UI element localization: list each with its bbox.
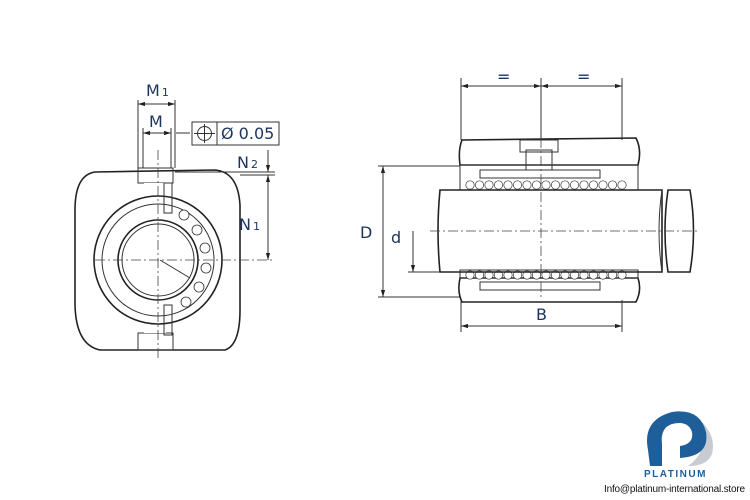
ball (579, 180, 589, 190)
ball (522, 180, 532, 190)
ball (484, 270, 494, 280)
ball (598, 180, 608, 190)
ball (484, 180, 494, 190)
ball (569, 270, 580, 280)
label-d: d (391, 228, 401, 247)
ball (569, 180, 580, 190)
ball (607, 180, 618, 190)
ball (541, 270, 551, 280)
ball (560, 180, 570, 190)
right-view-dimensions (378, 78, 623, 332)
ball (579, 270, 589, 280)
ball (474, 180, 485, 190)
ball (531, 180, 542, 190)
ball (588, 270, 599, 280)
ball (617, 180, 627, 190)
label-eq-left: = (497, 67, 510, 86)
ball (588, 180, 599, 190)
ball (474, 270, 485, 280)
ball (503, 180, 513, 190)
label-D: D (360, 223, 372, 242)
ball (493, 180, 504, 190)
ball (550, 270, 561, 280)
ball (531, 270, 542, 280)
ball-rows (465, 180, 627, 280)
ball (617, 270, 627, 280)
left-view-housing (74, 150, 275, 360)
ball (522, 270, 532, 280)
ball (512, 180, 523, 190)
ball (541, 180, 551, 190)
contact-email: Info@platinum-international.store (604, 484, 745, 495)
ball (465, 270, 475, 280)
label-B: B (536, 305, 547, 324)
ball (607, 270, 618, 280)
label-eq-right: = (577, 67, 590, 86)
logo-brand: PLATINUM (644, 469, 707, 480)
right-view-housing (430, 120, 700, 303)
ball (493, 270, 504, 280)
left-view-dimensions (137, 100, 280, 260)
position-icon (194, 124, 215, 143)
ball (512, 270, 523, 280)
label-m: M (149, 112, 163, 131)
ball (465, 180, 475, 190)
ball (503, 270, 513, 280)
ball (560, 270, 570, 280)
platinum-logo (647, 411, 713, 466)
tolerance-value: Ø 0.05 (221, 124, 274, 143)
ball (550, 180, 561, 190)
ball (598, 270, 608, 280)
